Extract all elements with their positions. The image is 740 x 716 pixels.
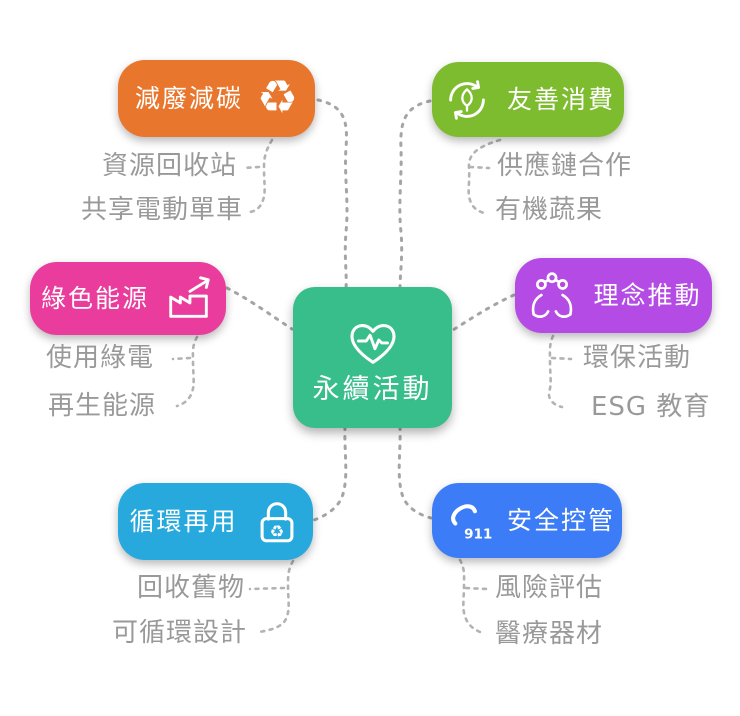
- bracket-green-energy-tick: [171, 356, 192, 361]
- node-green-energy[interactable]: 綠色能源: [30, 262, 226, 335]
- recycle-glyph-small: ♻: [269, 521, 284, 540]
- connector-center-to-safety-control: [397, 425, 433, 520]
- lock-recycle-icon: ♻: [260, 501, 293, 542]
- leaf-cycle-icon: [449, 79, 485, 120]
- heart-pulse-icon: [349, 323, 396, 364]
- bracket-reduce-waste-tick: [241, 165, 261, 170]
- sub-item-label: 風險評估: [495, 573, 604, 603]
- sub-item-label: 資源回收站: [102, 151, 238, 181]
- sub-item-label: 環保活動: [583, 343, 692, 373]
- connector-center-to-circular-reuse: [312, 425, 348, 522]
- bracket-green-energy: [175, 335, 199, 408]
- bracket-safety-control-tick: [464, 586, 489, 591]
- bracket-friendly-consumption-tick: [468, 165, 491, 170]
- center-label: 永續活動: [312, 373, 433, 405]
- sub-item-label: ESG 教育: [591, 392, 711, 422]
- connector-friendly-consumption-to-center: [398, 99, 432, 291]
- node-reduce-waste-carbon[interactable]: 減廢減碳 ♻: [118, 60, 315, 137]
- node-label: 循環再用: [129, 507, 238, 536]
- connector-reduce-waste-to-center: [316, 98, 349, 291]
- node-label: 理念推動: [593, 281, 702, 310]
- bracket-concept-promotion-tick: [550, 356, 573, 361]
- node-concept-promotion[interactable]: 理念推動: [515, 258, 712, 333]
- node-label: 減廢減碳: [134, 84, 243, 113]
- sub-item-label: 供應鏈合作: [497, 151, 633, 181]
- connector-green-energy-to-center: [225, 286, 294, 331]
- sub-item-label: 醫療器材: [495, 619, 604, 649]
- phone-911-icon: 911: [451, 503, 492, 542]
- bracket-reduce-waste: [248, 138, 274, 214]
- node-label: 綠色能源: [40, 284, 149, 313]
- recycle-icon: ♻: [256, 69, 299, 124]
- connector-concept-promotion-to-center: [451, 293, 516, 332]
- node-friendly-consumption[interactable]: 友善消費: [432, 62, 624, 137]
- bracket-concept-promotion: [547, 334, 564, 409]
- node-circular-reuse[interactable]: 循環再用 ♻: [118, 483, 313, 560]
- node-label: 安全控管: [506, 506, 615, 535]
- node-label: 友善消費: [506, 85, 615, 114]
- sub-item-label: 有機蔬果: [495, 195, 604, 225]
- phone-badge: 911: [464, 526, 492, 542]
- node-safety-control[interactable]: 911 安全控管: [432, 483, 622, 558]
- bracket-safety-control: [458, 558, 482, 634]
- bracket-circular-reuse-tick: [248, 586, 286, 591]
- sub-item-label: 可循環設計: [112, 618, 248, 648]
- sub-item-label: 再生能源: [48, 391, 157, 421]
- factory-arrow-icon: [169, 275, 210, 318]
- center-node-sustainability[interactable]: 永續活動: [293, 287, 452, 428]
- sub-item-label: 使用綠電: [46, 343, 155, 373]
- hands-network-icon: [532, 271, 573, 318]
- sub-item-label: 回收舊物: [137, 573, 246, 603]
- sub-item-label: 共享電動單車: [81, 195, 244, 225]
- bracket-circular-reuse: [257, 559, 295, 634]
